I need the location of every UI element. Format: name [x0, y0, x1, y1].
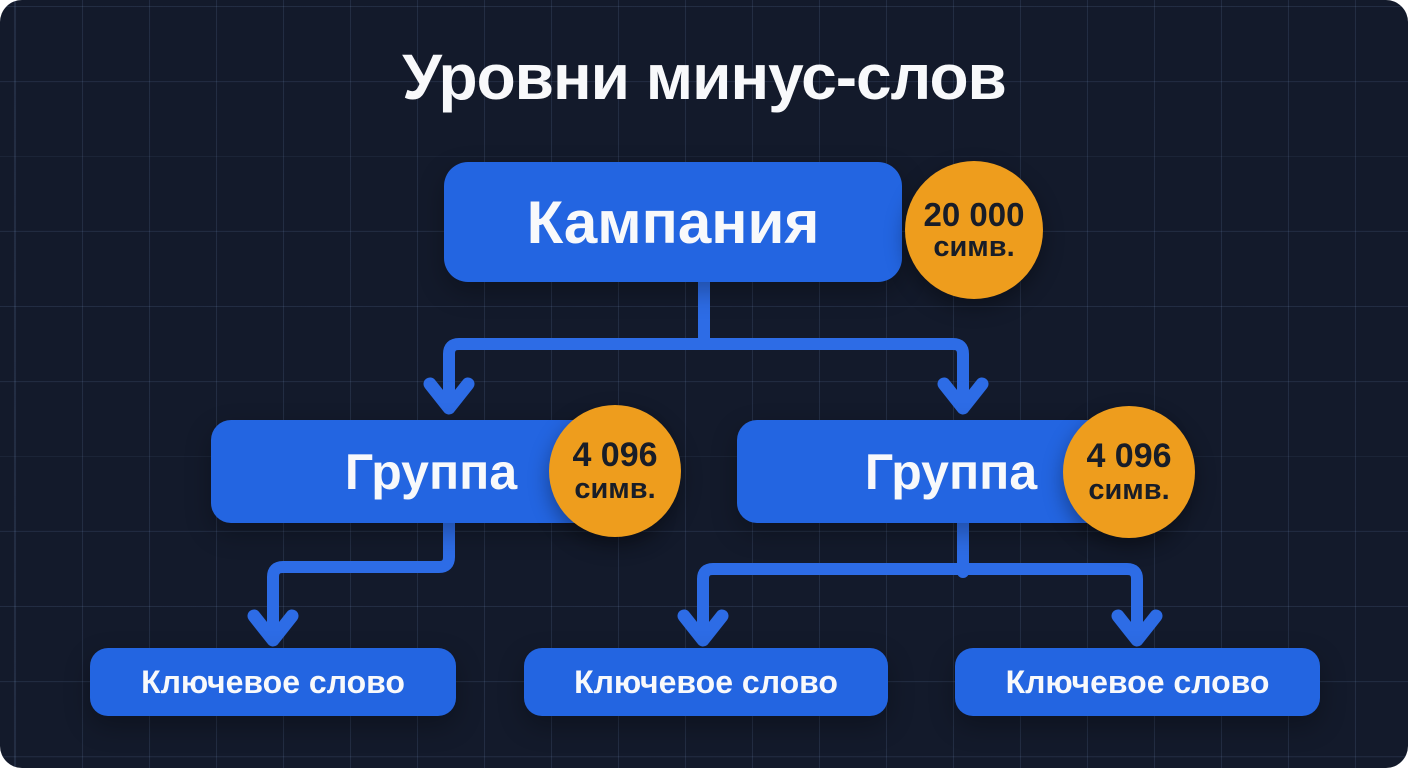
node-group-left-label: Группа [344, 443, 518, 500]
arrowhead-group-left-icon [423, 377, 475, 415]
badge-group-left-unit: симв. [574, 472, 656, 505]
node-campaign: Кампания [444, 162, 902, 282]
node-campaign-label: Кампания [526, 188, 820, 256]
badge-group-right-value: 4 096 [1086, 436, 1172, 475]
badge-group-left-value: 4 096 [572, 435, 658, 474]
arrowhead-keyword-1-icon [247, 609, 299, 647]
arrowhead-keyword-2-icon [677, 609, 729, 647]
arrowhead-keyword-3-icon [1111, 609, 1163, 647]
badge-group-right-unit: симв. [1088, 473, 1170, 506]
badge-group-left-limit: 4 096 симв. [549, 405, 681, 537]
badge-campaign-unit: симв. [933, 231, 1015, 264]
badge-group-right-limit: 4 096 симв. [1063, 406, 1195, 538]
node-keyword-2-label: Ключевое слово [574, 663, 838, 700]
arrowhead-group-right-icon [937, 377, 989, 415]
node-keyword-1-label: Ключевое слово [141, 663, 405, 700]
node-keyword-3-label: Ключевое слово [1005, 663, 1270, 700]
badge-campaign-value: 20 000 [923, 195, 1025, 233]
connector-campaign-branch [443, 338, 969, 404]
node-group-right-label: Группа [864, 443, 1038, 500]
node-keyword-3: Ключевое слово [955, 648, 1320, 716]
connector-group-left-branch [267, 517, 455, 634]
connector-group-right-branch [697, 563, 1143, 636]
page-title: Уровни минус-слов [402, 41, 1007, 113]
badge-campaign-limit: 20 000 симв. [905, 161, 1043, 299]
node-keyword-2: Ключевое слово [524, 648, 888, 716]
node-keyword-1: Ключевое слово [90, 648, 456, 716]
